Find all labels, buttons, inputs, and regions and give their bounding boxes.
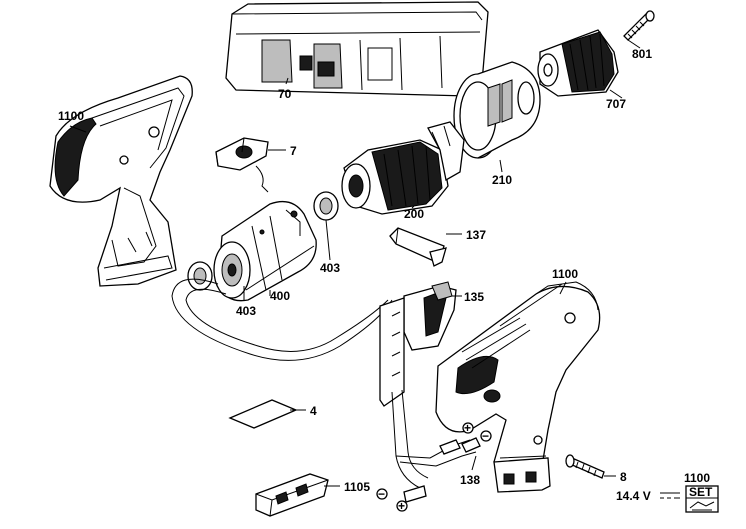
polarity-markers	[376, 422, 492, 512]
polarity-plus-b: +	[398, 499, 405, 513]
switch-plug	[389, 227, 447, 267]
gearbox	[341, 121, 465, 215]
label-1100-left: 1100	[58, 109, 84, 123]
label-403-left: 403	[236, 304, 256, 318]
carrying-case	[225, 1, 489, 97]
battery-terminal-block	[255, 473, 329, 517]
direction-switch	[215, 137, 269, 193]
wire-harness	[391, 389, 481, 503]
chuck-screw	[623, 10, 655, 41]
label-200: 200	[404, 207, 424, 221]
keyless-chuck	[537, 29, 619, 97]
label-1105: 1105	[344, 480, 370, 494]
label-135: 135	[464, 290, 484, 304]
label-1100-right: 1100	[552, 267, 578, 281]
label-1100-set: 1100	[684, 471, 710, 485]
polarity-plus-a: +	[464, 421, 471, 435]
polarity-minus-a: −	[482, 429, 489, 443]
bearing-ring-upper	[313, 191, 339, 221]
label-707: 707	[606, 97, 626, 111]
housing-half-right	[435, 281, 601, 493]
label-4: 4	[310, 404, 317, 418]
set-box	[685, 485, 719, 513]
label-70: 70	[278, 87, 292, 101]
trigger-switch	[379, 281, 457, 407]
label-plate	[228, 399, 298, 429]
voltage-label: 14.4 V	[616, 489, 651, 503]
motor	[213, 200, 317, 302]
gear-housing-cover	[453, 61, 541, 159]
housing-screw	[565, 454, 605, 479]
bearing-ring-lower	[187, 261, 213, 291]
label-7: 7	[290, 144, 297, 158]
label-210: 210	[492, 173, 512, 187]
label-137: 137	[466, 228, 486, 242]
polarity-minus-b: −	[378, 487, 385, 501]
label-801: 801	[632, 47, 652, 61]
label-400: 400	[270, 289, 290, 303]
label-138: 138	[460, 473, 480, 487]
label-403-right: 403	[320, 261, 340, 275]
set-label: SET	[689, 485, 713, 499]
label-8: 8	[620, 470, 627, 484]
dc-symbol	[660, 492, 680, 499]
housing-half-left	[49, 75, 193, 287]
